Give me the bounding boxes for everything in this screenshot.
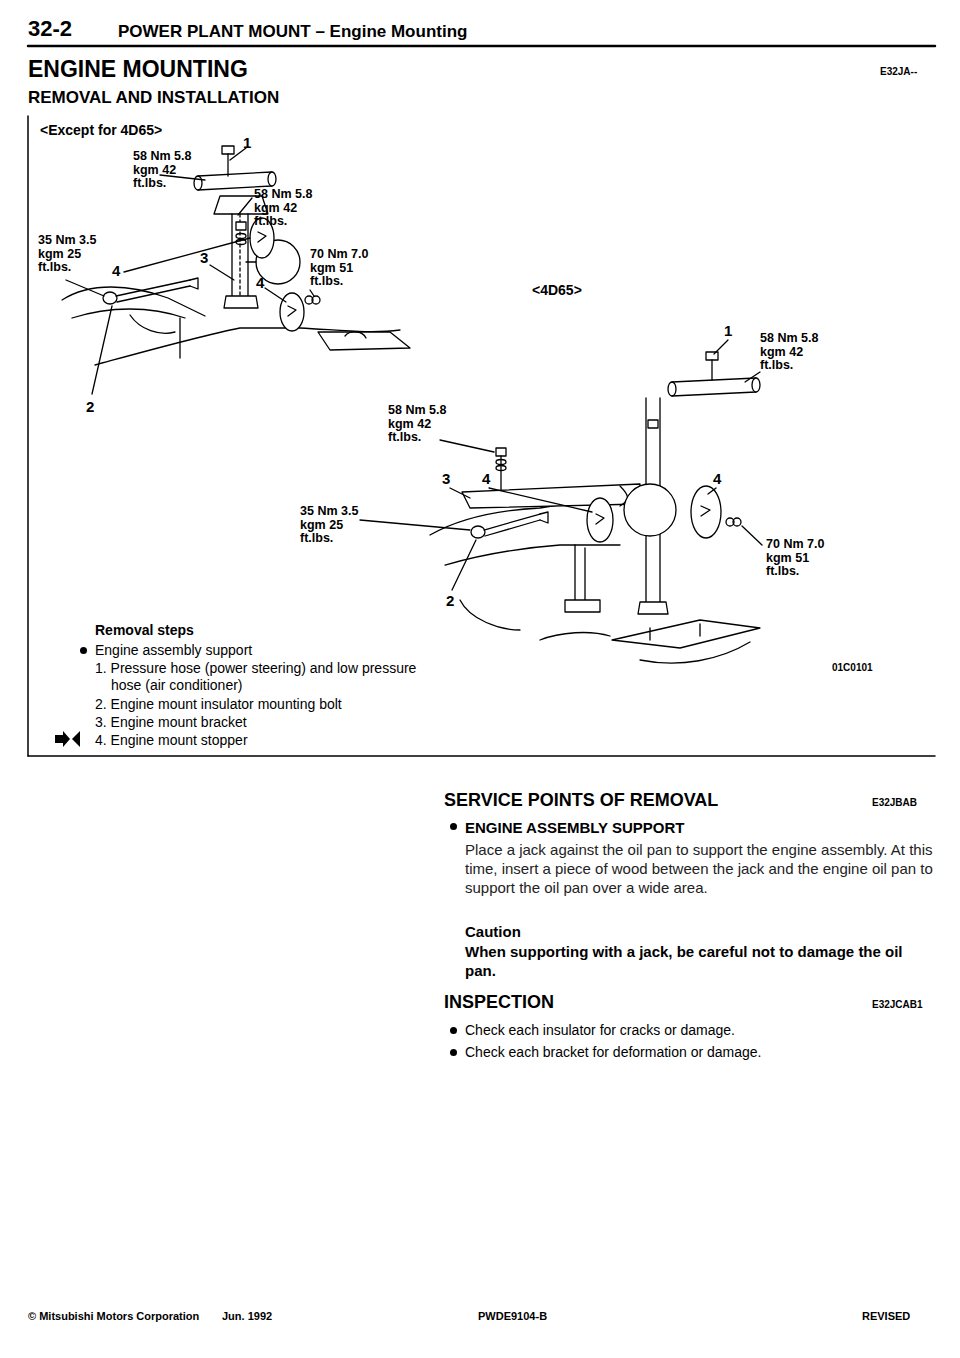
variant-tag: <Except for 4D65> [40, 122, 162, 138]
document-code: PWDE9104-B [478, 1310, 547, 1322]
figure-code: 01C0101 [832, 662, 873, 673]
callout-number: 3 [200, 249, 208, 266]
section-code: E32JCAB1 [872, 999, 923, 1010]
section-heading: SERVICE POINTS OF REMOVAL [444, 790, 718, 811]
torque-spec: 35 Nm 3.5 kgm 25 ft.lbs. [38, 234, 98, 275]
section-code: E32JBAB [872, 797, 917, 808]
inspection-item: Check each bracket for deformation or da… [465, 1044, 762, 1061]
callout-number: 4 [256, 274, 264, 291]
revision-note: REVISED [862, 1310, 910, 1322]
service-point: ENGINE ASSEMBLY SUPPORT [465, 818, 685, 837]
subheading: REMOVAL AND INSTALLATION [28, 88, 279, 108]
page-number: 32-2 [28, 16, 72, 42]
torque-spec: 58 Nm 5.8 kgm 42 ft.lbs. [254, 188, 314, 229]
section-heading: INSPECTION [444, 992, 554, 1013]
torque-spec: 70 Nm 7.0 kgm 51 ft.lbs. [766, 538, 826, 579]
torque-spec: 70 Nm 7.0 kgm 51 ft.lbs. [310, 248, 370, 289]
torque-spec: 35 Nm 3.5 kgm 25 ft.lbs. [300, 505, 360, 546]
callout-number: 4 [112, 262, 120, 279]
variant-tag: <4D65> [532, 282, 582, 298]
caution-text: When supporting with a jack, be careful … [465, 942, 935, 980]
callout-number: 2 [446, 592, 454, 609]
callout-number: 4 [482, 470, 490, 487]
inspection-item: Check each insulator for cracks or damag… [465, 1022, 735, 1039]
running-header: POWER PLANT MOUNT – Engine Mounting [118, 22, 467, 42]
paragraph: Place a jack against the oil pan to supp… [465, 840, 935, 897]
torque-spec: 58 Nm 5.8 kgm 42 ft.lbs. [760, 332, 820, 373]
removal-step: 3. Engine mount bracket [95, 714, 247, 731]
page-title: ENGINE MOUNTING [28, 56, 248, 83]
section-code: E32JA-- [880, 66, 917, 77]
callout-number: 3 [442, 470, 450, 487]
service-point-mark [55, 731, 80, 747]
callout-number: 4 [713, 470, 721, 487]
removal-step: 2. Engine mount insulator mounting bolt [95, 696, 342, 713]
copyright: © Mitsubishi Motors Corporation [28, 1310, 199, 1322]
date: Jun. 1992 [222, 1310, 272, 1322]
torque-spec: 58 Nm 5.8 kgm 42 ft.lbs. [133, 150, 193, 191]
callout-number: 1 [243, 134, 251, 151]
callout-number: 1 [724, 322, 732, 339]
caution-heading: Caution [465, 922, 521, 941]
removal-step: 1. Pressure hose (power steering) and lo… [95, 660, 431, 694]
removal-step: 4. Engine mount stopper [95, 732, 248, 749]
callout-number: 2 [86, 398, 94, 415]
removal-step: Engine assembly support [95, 642, 252, 659]
list-heading: Removal steps [95, 622, 194, 638]
torque-spec: 58 Nm 5.8 kgm 42 ft.lbs. [388, 404, 448, 445]
